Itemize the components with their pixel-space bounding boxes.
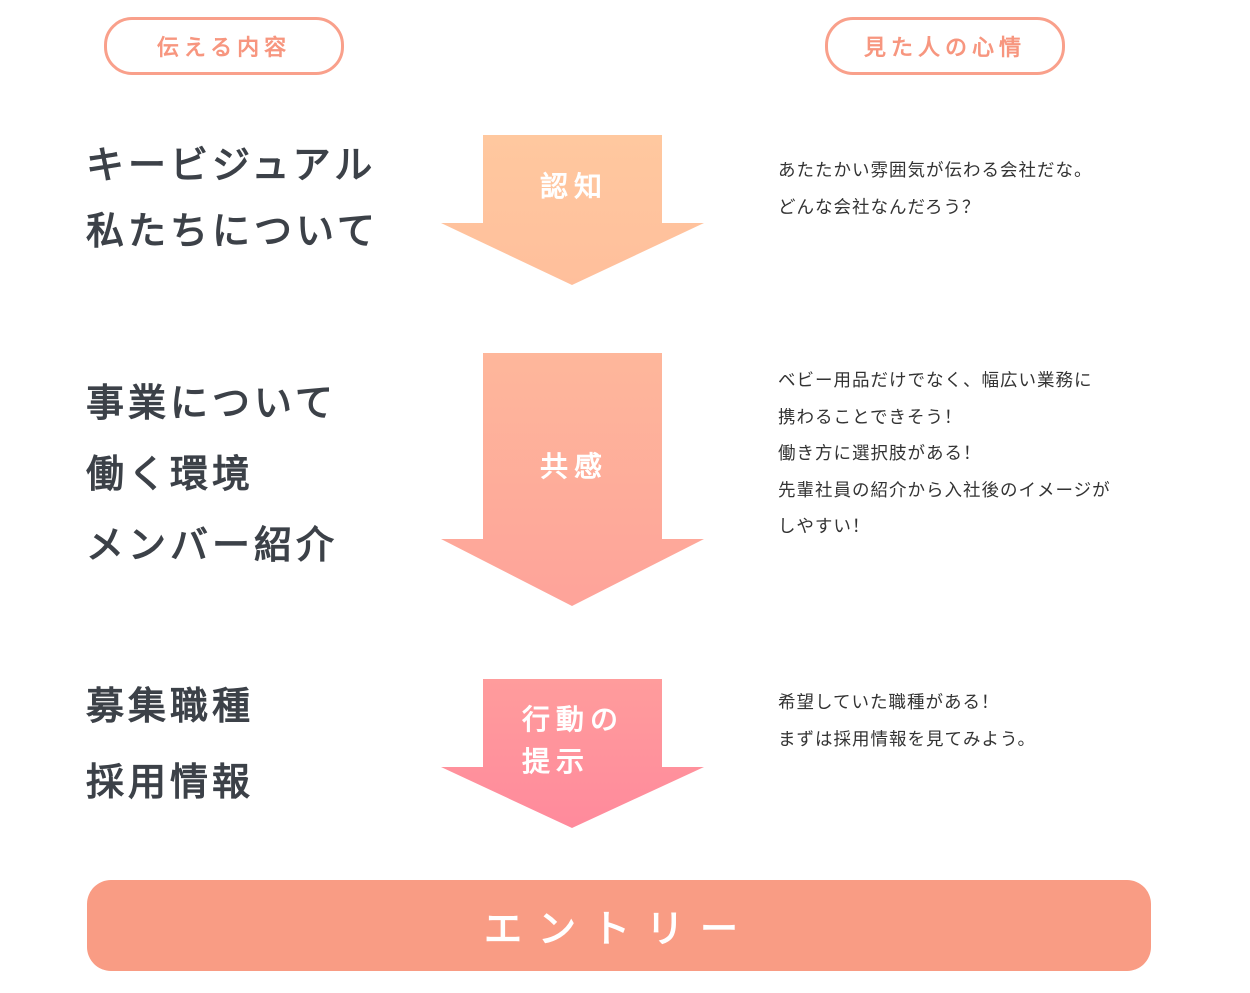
arrow-down-icon [441,135,704,285]
stage-1-content: キービジュアル 私たちについて [86,132,379,264]
feeling-line: 働き方に選択肢がある！ [778,444,982,464]
feeling-line: 携わることできそう！ [778,407,963,428]
stage-label: 認知 [540,170,609,203]
stage-3-feelings: 希望していた職種がある！ まずは採用情報を見てみよう。 [778,685,1036,758]
arrow-down-icon [441,679,704,828]
feeling-line: しやすい！ [778,517,871,537]
feeling-line: どんな会社なんだろう？ [778,197,981,218]
content-item: 働く環境 [86,452,255,496]
feeling-line: 希望していた職種がある！ [778,693,1000,713]
stage-3-content: 募集職種 採用情報 [86,668,254,820]
feeling-line: 先輩社員の紹介から入社後のイメージが [778,480,1111,501]
feeling-line: あたたかい雰囲気が伝わる会社だな。 [778,161,1093,181]
stage-label: 行動の提示 [522,703,625,778]
stage-label: 共感 [540,450,609,483]
content-item: キービジュアル [86,143,377,187]
feeling-line: ベビー用品だけでなく、幅広い業務に [778,371,1093,391]
content-item: メンバー紹介 [86,523,339,567]
header-pill-feelings: 見た人の心情 [825,17,1065,75]
content-item: 私たちについて [86,209,379,253]
header-pill-content: 伝える内容 [104,17,344,75]
stage-2-feelings: ベビー用品だけでなく、幅広い業務に 携わることできそう！ 働き方に選択肢がある！… [778,363,1111,546]
content-item: 採用情報 [86,760,255,804]
stage-2-content: 事業について 働く環境 メンバー紹介 [86,368,338,580]
entry-button[interactable]: エントリー [87,880,1151,971]
arrow-down-icon [441,353,704,606]
feeling-line: まずは採用情報を見てみよう。 [778,729,1036,750]
stage-1-feelings: あたたかい雰囲気が伝わる会社だな。 どんな会社なんだろう？ [778,153,1093,226]
content-item: 事業について [86,381,337,425]
content-item: 募集職種 [86,684,255,728]
